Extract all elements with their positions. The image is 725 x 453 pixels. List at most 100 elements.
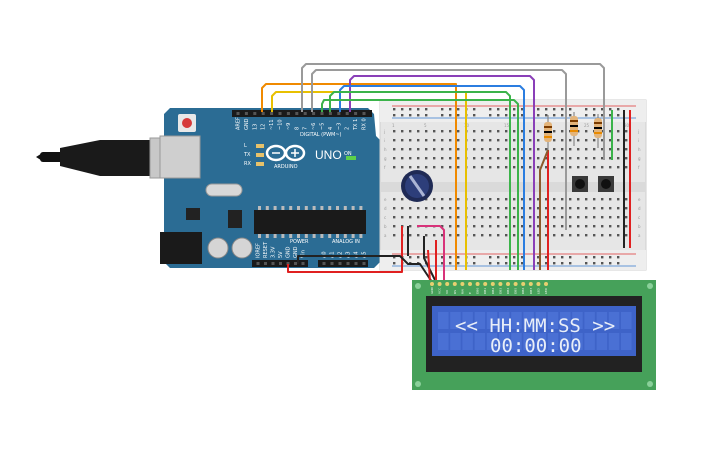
header-pin[interactable] — [301, 262, 305, 265]
header-pin[interactable] — [338, 262, 342, 265]
header-pin[interactable] — [303, 112, 307, 115]
brand-label: ARDUINO — [274, 164, 298, 170]
header-pin[interactable] — [286, 262, 290, 265]
lcd-pin[interactable] — [506, 282, 510, 286]
lcd-pin-label: DB7 — [529, 288, 533, 294]
row-letter: a — [384, 233, 387, 238]
wire-black — [423, 236, 437, 283]
lcd-line-2: 00:00:00 — [490, 335, 582, 357]
header-pin[interactable] — [244, 112, 248, 115]
row-letter: f — [384, 165, 386, 170]
lcd-pin[interactable] — [468, 282, 472, 286]
header-pin[interactable] — [261, 112, 265, 115]
digital-pin-label: 13 — [252, 124, 258, 130]
wire-pink — [417, 225, 445, 282]
digital-pin-label: ~3 — [336, 123, 342, 130]
lcd-pin[interactable] — [437, 282, 442, 286]
power-pin-label: RESET — [263, 241, 269, 258]
column-number: 5 — [424, 123, 427, 128]
header-pin[interactable] — [330, 262, 334, 265]
header-pin[interactable] — [362, 112, 366, 115]
header-pin[interactable] — [271, 262, 275, 265]
analog-label: ANALOG IN — [332, 239, 360, 245]
wire-gray — [301, 63, 605, 160]
wire-black — [297, 255, 433, 283]
lcd-pin[interactable] — [528, 282, 533, 286]
lcd-pin[interactable] — [521, 282, 526, 286]
lcd-pin-label: DB3 — [498, 288, 502, 294]
digital-pin-label: 2 — [345, 127, 351, 130]
header-pin[interactable] — [362, 262, 366, 265]
header-pin[interactable] — [345, 112, 349, 115]
row-letter: d — [384, 206, 387, 211]
led-label: RX — [244, 161, 251, 167]
header-pin[interactable] — [337, 112, 341, 115]
header-pin[interactable] — [354, 262, 358, 265]
potentiometer[interactable] — [401, 170, 433, 202]
led-label: TX — [243, 152, 251, 158]
header-pin[interactable] — [256, 262, 260, 265]
header-pin[interactable] — [312, 112, 316, 115]
lcd-pin[interactable] — [475, 282, 480, 286]
header-pin[interactable] — [253, 112, 257, 115]
lcd-pin[interactable] — [513, 282, 518, 286]
lcd-pin[interactable] — [490, 282, 495, 286]
row-letter: g — [638, 156, 641, 161]
header-pin[interactable] — [294, 262, 297, 265]
header-pin[interactable] — [286, 112, 290, 115]
header-pin[interactable] — [328, 112, 332, 115]
lcd-pin-label: DB5 — [514, 288, 518, 294]
header-pin[interactable] — [270, 112, 274, 115]
digital-pin-label: ~10 — [278, 119, 284, 130]
power-pin-label: Vin — [301, 250, 307, 258]
lcd-pin-label: DB2 — [491, 288, 495, 294]
atmega-chip — [254, 210, 366, 234]
power-pin-label: 5V — [278, 251, 284, 258]
pushbutton[interactable] — [572, 176, 588, 192]
header-pin[interactable] — [236, 112, 240, 115]
led — [256, 144, 264, 148]
column-number: 1 — [392, 123, 395, 128]
capacitor — [231, 237, 253, 259]
header-pin[interactable] — [295, 112, 299, 115]
header-pin[interactable] — [279, 262, 282, 265]
lcd-pin-label: DB4 — [506, 288, 510, 294]
lcd-pin[interactable] — [460, 282, 465, 286]
wire-orange — [261, 83, 457, 150]
analog-pin-label: A2 — [338, 251, 344, 258]
digital-pin-label: 4 — [328, 127, 334, 130]
digital-pin-label: ~6 — [311, 123, 317, 130]
wire-green — [321, 99, 519, 270]
resistor — [570, 112, 578, 146]
lcd-pin-label: DB1 — [483, 288, 487, 294]
wire-brown — [539, 149, 549, 270]
digital-pin-label: GND — [244, 118, 250, 130]
digital-pin-label: ~11 — [269, 119, 275, 130]
lcd-pin[interactable] — [536, 282, 541, 286]
on-label: ON — [344, 151, 352, 157]
pushbutton[interactable] — [598, 176, 614, 192]
lcd-pin[interactable] — [445, 282, 450, 286]
lcd-pin[interactable] — [498, 282, 503, 286]
wire-gray — [311, 69, 567, 160]
header-pin[interactable] — [322, 262, 326, 265]
lcd-pin[interactable] — [544, 282, 548, 286]
power-pin-label: GND — [286, 246, 292, 258]
row-letter: c — [638, 215, 640, 220]
lcd-pin[interactable] — [483, 282, 488, 286]
wire-yellow — [271, 91, 467, 146]
analog-pin-label: A5 — [362, 251, 368, 258]
lcd-pin-label: DB6 — [521, 288, 525, 294]
power-pin-label: IOREF — [256, 243, 262, 258]
header-pin[interactable] — [346, 262, 350, 265]
lcd-pin[interactable] — [430, 282, 434, 286]
digital-header — [232, 110, 372, 117]
header-pin[interactable] — [264, 262, 267, 265]
header-pin[interactable] — [320, 112, 324, 115]
row-letter: e — [384, 197, 387, 202]
row-letter: i — [384, 138, 385, 143]
header-pin[interactable] — [354, 112, 358, 115]
lcd-pin[interactable] — [452, 282, 457, 286]
header-pin[interactable] — [278, 112, 282, 115]
